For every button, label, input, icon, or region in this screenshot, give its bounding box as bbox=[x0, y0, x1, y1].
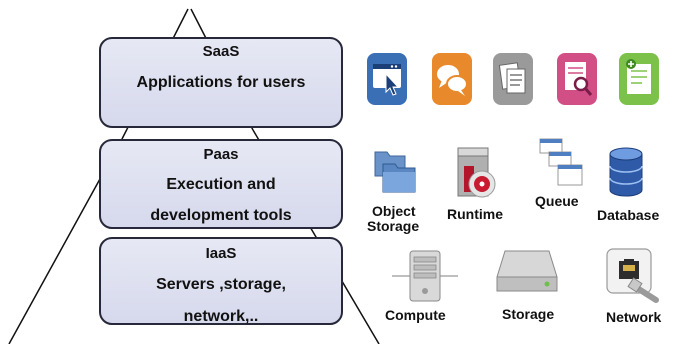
documents-icon bbox=[492, 52, 534, 106]
iaas-description-line2: network,.. bbox=[183, 308, 259, 325]
runtime-label: Runtime bbox=[447, 206, 503, 222]
saas-layer: SaaS Applications for users bbox=[99, 37, 343, 128]
ethernet-port-icon bbox=[604, 246, 664, 306]
hard-drive-icon bbox=[495, 247, 559, 295]
server-tower-icon bbox=[392, 249, 458, 303]
form-add-icon bbox=[618, 52, 660, 106]
web-pointer-icon bbox=[366, 52, 408, 106]
runtime-disc-icon bbox=[455, 144, 499, 202]
compute-label: Compute bbox=[385, 307, 446, 323]
chat-bubbles-icon bbox=[431, 52, 473, 106]
database-cylinder-icon bbox=[606, 144, 646, 200]
paas-layer: Paas Execution and development tools bbox=[99, 139, 343, 229]
saas-description: Applications for users bbox=[136, 74, 306, 91]
document-search-icon bbox=[556, 52, 598, 106]
network-label: Network bbox=[606, 309, 662, 325]
paas-description-line2: development tools bbox=[150, 207, 292, 224]
iaas-description-line1: Servers ,storage, bbox=[156, 276, 286, 293]
paas-title: Paas bbox=[203, 146, 239, 163]
database-label: Database bbox=[597, 207, 660, 223]
folders-icon bbox=[369, 146, 419, 196]
stacked-windows-icon bbox=[538, 137, 584, 189]
saas-title: SaaS bbox=[202, 43, 240, 60]
object-storage-label-line1: Object bbox=[372, 203, 416, 219]
iaas-layer: IaaS Servers ,storage, network,.. bbox=[99, 237, 343, 325]
object-storage-label-line2: Storage bbox=[367, 218, 420, 234]
storage-label: Storage bbox=[502, 306, 555, 322]
queue-label: Queue bbox=[535, 193, 579, 209]
iaas-title: IaaS bbox=[205, 245, 237, 262]
paas-description-line1: Execution and bbox=[166, 176, 276, 193]
